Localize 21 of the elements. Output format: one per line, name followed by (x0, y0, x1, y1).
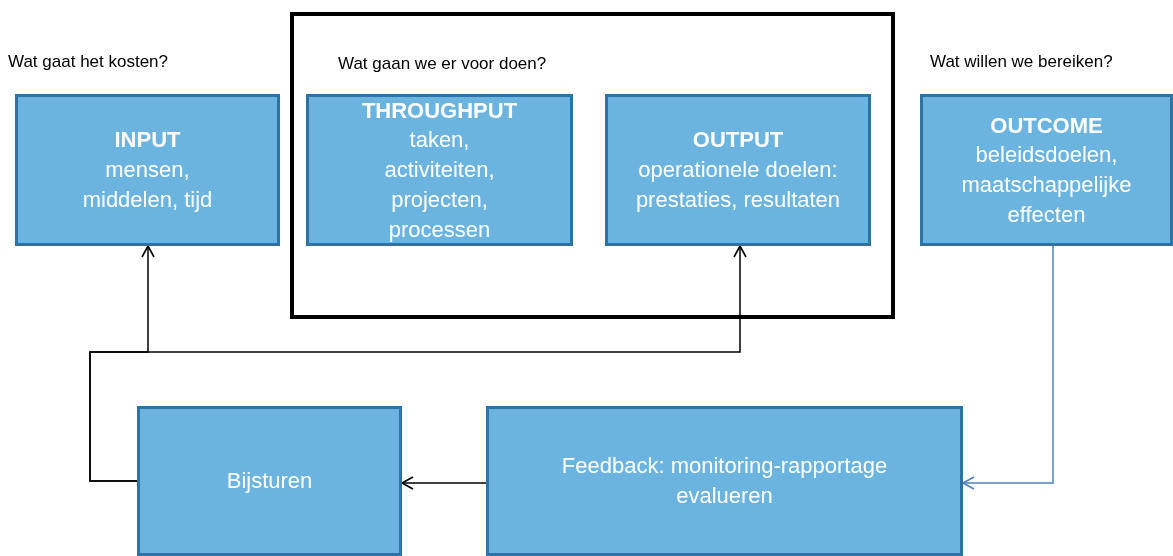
process-box (306, 94, 573, 246)
box-text: mensen, middelen, tijd (81, 156, 214, 214)
process-box (920, 94, 1173, 246)
box-heading: THROUGHPUT (361, 96, 518, 125)
box-text: taken, activiteiten, projecten, processen (383, 126, 496, 244)
box-heading: OUTCOME (990, 111, 1103, 140)
process-box (605, 94, 871, 246)
frame-heading: Wat gaan we er voor doen? (338, 54, 547, 74)
arrow (401, 476, 487, 490)
question-label: Wat willen we bereiken? (930, 52, 1113, 72)
group-frame (290, 12, 895, 319)
question-label: Wat gaat het kosten? (8, 52, 169, 72)
arrow (89, 245, 747, 482)
process-box: Feedback: monitoring-rapportage evalueren (486, 406, 963, 556)
process-box: Bijsturen (137, 406, 402, 556)
box-text: beleidsdoelen, maatschappelijke effecten (960, 141, 1133, 229)
arrow (962, 245, 1054, 490)
box-heading: INPUT (114, 126, 181, 155)
box-text: operationele doelen: prestaties, resultaten (634, 156, 842, 214)
process-box (15, 94, 280, 246)
box-heading: OUTPUT (692, 126, 784, 155)
